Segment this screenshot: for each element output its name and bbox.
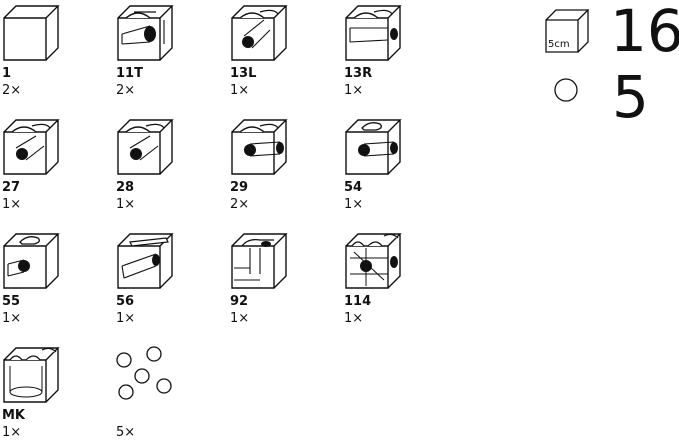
marble-count-summary: 5 xyxy=(554,63,664,131)
part-code: 11T xyxy=(116,66,143,81)
part-quantity: 1× xyxy=(116,197,136,212)
part-code: 13L xyxy=(230,66,257,81)
part-29: 29 2× xyxy=(230,118,320,211)
marble-icon xyxy=(554,78,578,102)
part-quantity: 5× xyxy=(116,425,136,440)
part-code: 1 xyxy=(2,66,12,81)
cube-11t-icon xyxy=(117,5,174,61)
part-quantity: 2× xyxy=(230,197,250,212)
part-code: 56 xyxy=(116,294,135,309)
part-92: 92 1× xyxy=(230,232,320,325)
cube-count: 16 xyxy=(610,0,679,65)
part-code: 55 xyxy=(2,294,21,309)
part-13r: 13R 1× xyxy=(344,4,434,97)
part-marbles: 5× xyxy=(116,346,206,439)
part-quantity: 1× xyxy=(116,311,136,326)
part-code: 27 xyxy=(2,180,21,195)
part-27: 27 1× xyxy=(2,118,92,211)
part-code: 28 xyxy=(116,180,135,195)
part-1: 1 2× xyxy=(2,4,92,97)
cube-size-label: 5cm xyxy=(548,39,570,50)
cube-28-icon xyxy=(117,119,174,175)
part-code: MK xyxy=(2,408,26,423)
part-quantity: 1× xyxy=(230,83,250,98)
cube-count-summary: 5cm 16 xyxy=(544,2,679,60)
part-11t: 11T 2× xyxy=(116,4,206,97)
part-13l: 13L 1× xyxy=(230,4,320,97)
part-56: 56 1× xyxy=(116,232,206,325)
cube-55-icon xyxy=(3,233,60,289)
part-28: 28 1× xyxy=(116,118,206,211)
part-quantity: 2× xyxy=(116,83,136,98)
part-quantity: 1× xyxy=(2,197,22,212)
part-code: 92 xyxy=(230,294,249,309)
part-quantity: 1× xyxy=(344,311,364,326)
part-code: 54 xyxy=(344,180,363,195)
part-quantity: 1× xyxy=(230,311,250,326)
cube-54-icon xyxy=(345,119,402,175)
part-54: 54 1× xyxy=(344,118,434,211)
cube-size-icon xyxy=(545,9,590,53)
part-quantity: 1× xyxy=(2,425,22,440)
part-quantity: 1× xyxy=(344,197,364,212)
cube-92-icon xyxy=(231,233,288,289)
part-quantity: 1× xyxy=(344,83,364,98)
cube-mk-icon xyxy=(3,347,60,403)
cube-29-icon xyxy=(231,119,288,175)
part-code: 114 xyxy=(344,294,372,309)
cube-13l-icon xyxy=(231,5,288,61)
part-quantity: 2× xyxy=(2,83,22,98)
cube-56-icon xyxy=(117,233,174,289)
marble-count: 5 xyxy=(612,63,649,131)
plain-cube-icon xyxy=(3,5,60,61)
cube-13r-icon xyxy=(345,5,402,61)
cube-27-icon xyxy=(3,119,60,175)
part-code: 13R xyxy=(344,66,373,81)
part-55: 55 1× xyxy=(2,232,92,325)
part-mk: MK 1× xyxy=(2,346,92,439)
part-114: 114 1× xyxy=(344,232,434,325)
part-code: 29 xyxy=(230,180,249,195)
marbles-icon xyxy=(116,346,172,400)
cube-114-icon xyxy=(345,233,402,289)
part-quantity: 1× xyxy=(2,311,22,326)
